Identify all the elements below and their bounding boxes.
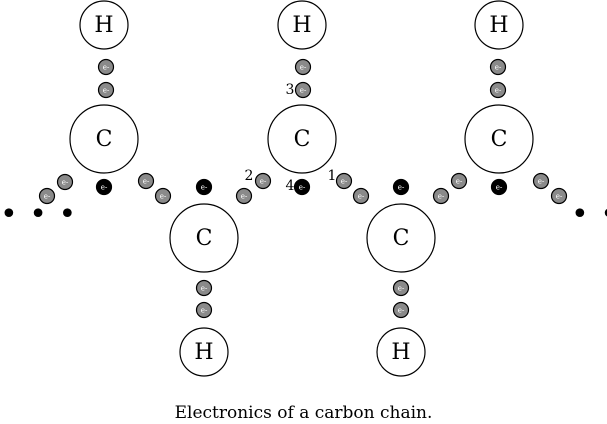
electron-label: e- — [201, 184, 208, 192]
left-ellipsis: • • • — [0, 197, 77, 232]
electron: e- — [432, 187, 450, 205]
hydrogen-atom-lower-1: H — [179, 327, 229, 377]
electron-label: e- — [299, 184, 306, 192]
electron-label: e- — [201, 285, 208, 293]
electron: e- — [137, 172, 155, 190]
electron: e- — [38, 187, 56, 205]
carbon-atom-upper-1: C — [69, 104, 139, 174]
electron: e- — [254, 172, 272, 190]
electron-label: e- — [358, 193, 365, 201]
bond-number-4: 4 — [286, 178, 295, 194]
electron: e- — [352, 187, 370, 205]
electron-label: e- — [556, 193, 563, 201]
electron-label: e- — [341, 178, 348, 186]
right-ellipsis: • • • — [571, 197, 607, 232]
electron-dark: e- — [392, 178, 410, 196]
electron-label: e- — [438, 193, 445, 201]
electron-label: e- — [241, 193, 248, 201]
electron: e- — [195, 279, 213, 297]
electron-dark: e- — [490, 178, 508, 196]
electron: e- — [532, 172, 550, 190]
electron-label: e- — [103, 64, 110, 72]
hydrogen-atom-3: H — [474, 0, 524, 50]
carbon-atom-upper-3: C — [464, 104, 534, 174]
electron-label: e- — [398, 285, 405, 293]
electron-label: e- — [456, 178, 463, 186]
electron-label: e- — [538, 178, 545, 186]
electron: e- — [550, 187, 568, 205]
bond-number-1: 1 — [328, 168, 337, 184]
carbon-atom-upper-2: C — [267, 104, 337, 174]
bond-number-3: 3 — [286, 82, 295, 98]
atom-label: H — [292, 13, 311, 38]
electron: e- — [56, 173, 74, 191]
atom-label: H — [489, 13, 508, 38]
electron-label: e- — [44, 193, 51, 201]
electron-label: e- — [300, 87, 307, 95]
electron-label: e- — [300, 64, 307, 72]
carbon-atom-lower-2: C — [366, 203, 436, 273]
electron-label: e- — [496, 184, 503, 192]
atom-label: C — [196, 226, 213, 251]
electron-label: e- — [101, 184, 108, 192]
hydrogen-atom-2: H — [277, 0, 327, 50]
electron: e- — [195, 301, 213, 319]
bond-number-2: 2 — [245, 168, 254, 184]
electron: e- — [154, 187, 172, 205]
hydrogen-atom-lower-2: H — [376, 327, 426, 377]
figure-caption: Electronics of a carbon chain. — [174, 403, 433, 423]
atom-label: H — [391, 340, 410, 365]
electron-label: e- — [160, 193, 167, 201]
electron: e- — [489, 81, 507, 99]
carbon-atom-lower-1: C — [169, 203, 239, 273]
electron-label: e- — [143, 178, 150, 186]
atom-label: C — [96, 127, 113, 152]
electron: e- — [294, 58, 312, 76]
electron: e- — [450, 172, 468, 190]
electron-label: e- — [201, 307, 208, 315]
atom-label: H — [94, 13, 113, 38]
electron: e- — [489, 58, 507, 76]
electron-label: e- — [62, 179, 69, 187]
electron-dark: e- — [195, 178, 213, 196]
atom-label: C — [393, 226, 410, 251]
atom-label: H — [194, 340, 213, 365]
hydrogen-atom-1: H — [79, 0, 129, 50]
electron-dark: e- — [95, 178, 113, 196]
electron-label: e- — [103, 87, 110, 95]
atom-label: C — [294, 127, 311, 152]
electron-label: e- — [495, 87, 502, 95]
electron: e- — [392, 279, 410, 297]
electron: e- — [335, 172, 353, 190]
electron: e- — [235, 187, 253, 205]
electron: e- — [97, 58, 115, 76]
electron: e- — [294, 81, 312, 99]
atom-label: C — [491, 127, 508, 152]
electron-label: e- — [260, 178, 267, 186]
electron-label: e- — [495, 64, 502, 72]
electron: e- — [97, 81, 115, 99]
electron-dark: e- — [293, 178, 311, 196]
electron-label: e- — [398, 184, 405, 192]
electron-label: e- — [398, 307, 405, 315]
electron: e- — [392, 301, 410, 319]
